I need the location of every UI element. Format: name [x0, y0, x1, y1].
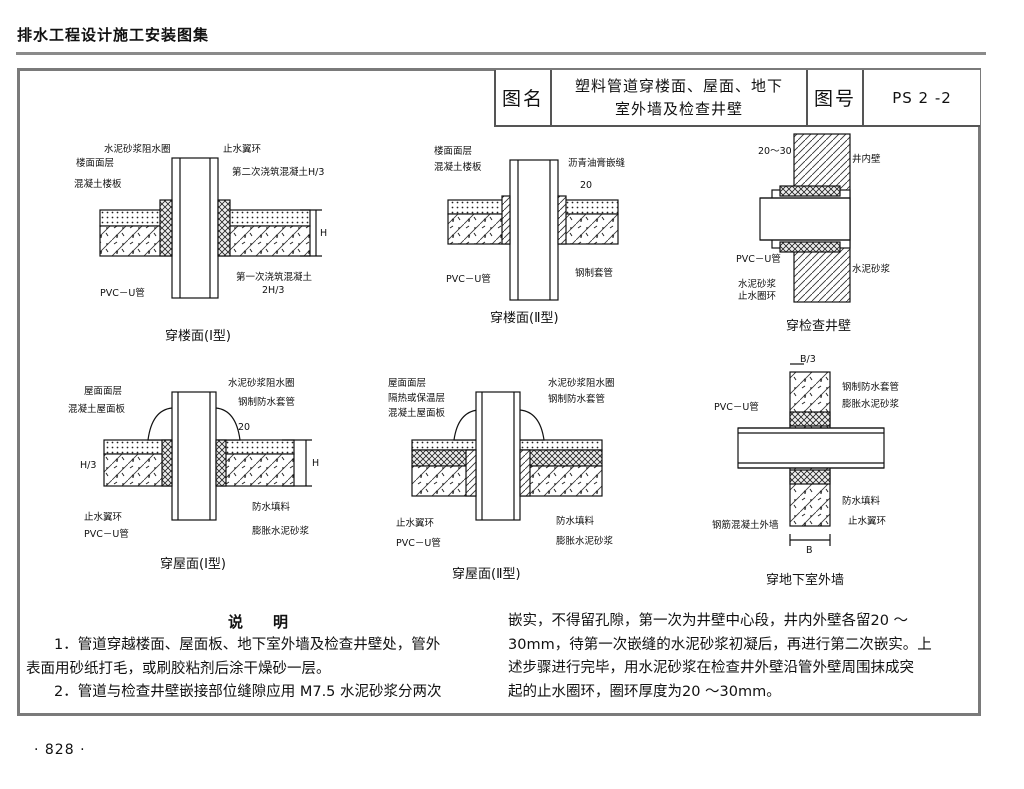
note-1-line-1: 1．管道穿越楼面、屋面板、地下室外墙及检查井壁处，管外	[54, 637, 441, 653]
diagram-well-wall	[759, 133, 851, 303]
label-pvc-pipe-2: PVC－U管	[446, 273, 491, 285]
label-dim-h: H	[312, 458, 319, 469]
caption-floor-type1: 穿楼面(Ⅰ型)	[165, 328, 231, 344]
notes-right: 嵌实，不得留孔隙，第一次为井壁中心段，井内外壁各留20 ～ 30mm，待第一次嵌…	[508, 610, 974, 704]
label-dim-20: 20	[580, 180, 592, 191]
page-number: · 828 ·	[34, 742, 86, 758]
label-waterproof-ring-2: 水泥砂浆阻水圈	[228, 377, 295, 389]
header-rule	[16, 52, 986, 55]
label-steel-sleeve-3: 钢制防水套管	[548, 393, 605, 405]
note-2-line-4: 述步骤进行完毕，用水泥砂浆在检查井外壁沿管外壁周围抹成突	[508, 660, 914, 676]
label-dim-b3: B/3	[800, 354, 816, 365]
label-steel-sleeve-4: 钢制防水套管	[842, 381, 899, 393]
notes-heading: 说 明	[228, 613, 289, 631]
number-label: 图号	[808, 70, 864, 125]
label-waterproof-fill: 防水填料	[252, 501, 291, 513]
label-inner-wall: 井内壁	[852, 153, 881, 165]
label-insulation: 隔热或保温层	[388, 392, 445, 404]
diagram-basement-wall	[737, 363, 885, 546]
label-concrete-slab-2: 混凝土楼板	[434, 161, 482, 173]
label-expansive-mortar-3: 膨胀水泥砂浆	[842, 398, 900, 410]
label-stop-ring-2: 止水圈环	[738, 290, 776, 302]
label-floor-finish: 楼面面层	[76, 157, 114, 169]
label-dim-20-2: 20	[238, 422, 250, 433]
label-pvc-pipe: PVC－U管	[100, 287, 145, 299]
label-water-stop-collar: 止水翼环	[223, 143, 261, 155]
label-second-pour: 第二次浇筑混凝土H/3	[232, 166, 324, 178]
label-asphalt-joint: 沥青油膏嵌缝	[568, 157, 626, 169]
caption-well-wall: 穿检查井壁	[786, 318, 851, 334]
caption-basement-wall: 穿地下室外墙	[766, 572, 844, 588]
label-pvc-pipe-4: PVC－U管	[84, 528, 129, 540]
note-2-line-3: 30mm，待第一次嵌缝的水泥砂浆初凝后，再进行第二次嵌实。上	[508, 636, 932, 653]
caption-floor-type2: 穿楼面(Ⅱ型)	[490, 310, 559, 326]
label-water-stop-collar-4: 止水翼环	[848, 515, 886, 527]
label-concrete-roof-slab: 混凝土屋面板	[68, 403, 126, 415]
drawing-number: PS 2 -2	[892, 88, 952, 107]
label-concrete-roof-slab-2: 混凝土屋面板	[388, 407, 446, 419]
label-water-stop-collar-3: 止水翼环	[396, 517, 434, 529]
note-2-line-1: 2．管道与检查井壁嵌接部位缝隙应用 M7.5 水泥砂浆分两次	[54, 684, 442, 700]
label-steel-sleeve: 钢制套管	[575, 267, 613, 279]
label-roof-finish-2: 屋面面层	[388, 378, 426, 389]
label-dim-b: B	[806, 545, 813, 556]
notes-left: 1．管道穿越楼面、屋面板、地下室外墙及检查井壁处，管外 表面用砂纸打毛，或刷胶粘…	[26, 634, 496, 705]
label-expansive-mortar-2: 膨胀水泥砂浆	[556, 535, 614, 547]
label-pvc-pipe-5: PVC－U管	[396, 537, 441, 549]
label-first-pour: 第一次浇筑混凝土	[236, 271, 313, 283]
note-1-line-2: 表面用砂纸打毛，或刷胶粘剂后涂干燥砂一层。	[26, 660, 331, 677]
note-2-line-2: 嵌实，不得留孔隙，第一次为井壁中心段，井内外壁各留20 ～	[508, 613, 909, 629]
label-concrete-slab: 混凝土楼板	[74, 178, 122, 190]
label-stop-ring: 水泥砂浆	[738, 278, 777, 290]
label-water-stop-collar-2: 止水翼环	[84, 511, 122, 523]
label-roof-finish: 屋面面层	[84, 386, 122, 397]
label-expansive-mortar: 膨胀水泥砂浆	[252, 525, 310, 537]
diagram-roof-type1	[103, 391, 312, 521]
label-waterproof-ring: 水泥砂浆阻水圈	[104, 143, 171, 155]
label-first-pour-ratio: 2H/3	[262, 285, 284, 296]
label-waterproof-fill-3: 防水填料	[842, 495, 881, 507]
diagram-floor-type1	[99, 157, 322, 299]
caption-roof-type1: 穿屋面(Ⅰ型)	[160, 556, 226, 572]
caption-roof-type2: 穿屋面(Ⅱ型)	[452, 566, 521, 582]
drawing-title-line-1: 塑料管道穿楼面、屋面、地下	[574, 76, 783, 95]
label-pvc-pipe-3: PVC－U管	[736, 253, 781, 265]
diagram-roof-type2	[411, 391, 603, 521]
label-dim-h3: H/3	[80, 460, 96, 471]
drawing-frame	[17, 68, 981, 716]
note-2-line-5: 起的止水圈环，圈环厚度为20 ～30mm。	[508, 683, 781, 700]
drawing-title: 塑料管道穿楼面、屋面、地下 室外墙及检查井壁	[552, 70, 808, 125]
title-label: 图名	[496, 70, 552, 125]
label-waterproof-ring-3: 水泥砂浆阻水圈	[548, 377, 615, 389]
label-cement-mortar: 水泥砂浆	[852, 263, 891, 275]
label-waterproof-fill-2: 防水填料	[556, 515, 595, 527]
diagram-floor-type2	[447, 159, 619, 301]
label-well-dim: 20～30	[758, 146, 792, 157]
title-block: 图名 塑料管道穿楼面、屋面、地下 室外墙及检查井壁 图号 PS 2 -2	[494, 70, 980, 127]
label-floor-finish-2: 楼面面层	[434, 145, 472, 157]
book-title: 排水工程设计施工安装图集	[17, 26, 210, 44]
label-pvc-pipe-6: PVC－U管	[714, 401, 759, 413]
drawing-title-line-2: 室外墙及检查井壁	[614, 99, 743, 118]
dim-h: H	[320, 228, 327, 239]
label-rc-wall: 钢筋混凝土外墙	[712, 519, 779, 531]
label-steel-sleeve-2: 钢制防水套管	[238, 396, 295, 408]
